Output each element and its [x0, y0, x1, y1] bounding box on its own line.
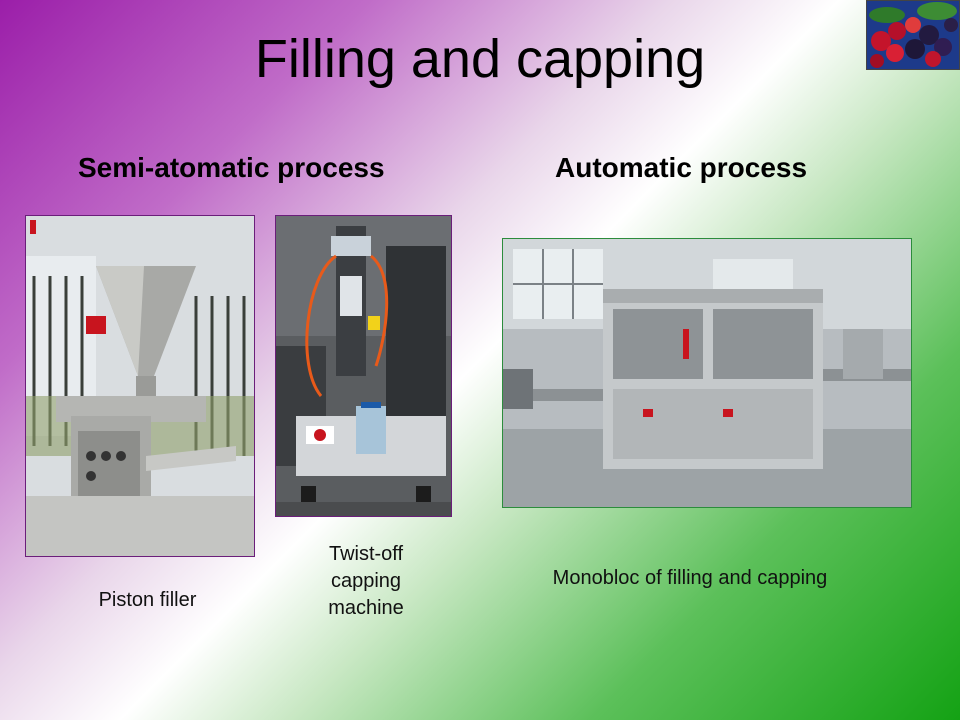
berries-logo — [866, 0, 960, 70]
semi-automatic-heading: Semi-atomatic process — [78, 152, 385, 183]
twist-off-caption-line-3: machine — [328, 597, 404, 619]
twist-off-caption-line-2: capping — [330, 570, 402, 592]
piston-filler-photo — [25, 215, 255, 557]
twist-off-caption-line-1: Twist-off — [328, 543, 404, 565]
automatic-heading: Automatic process — [555, 152, 808, 183]
twist-off-caption: Twist-off capping machine — [296, 541, 436, 622]
monobloc-photo — [502, 238, 912, 508]
slide-title: Filling and capping — [254, 29, 706, 89]
monobloc-caption: Monobloc of filling and capping — [552, 567, 828, 589]
berries-icon — [867, 1, 959, 69]
twist-off-capping-photo — [275, 215, 452, 517]
piston-filler-caption: Piston filler — [98, 589, 197, 611]
